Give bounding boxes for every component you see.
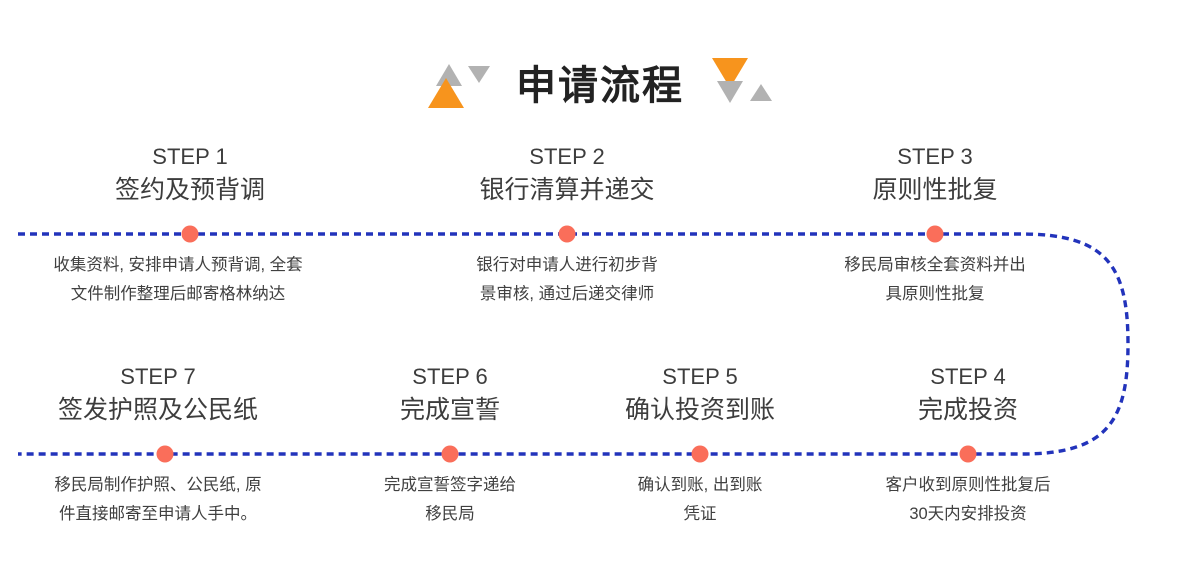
step-title-1: 签约及预背调 — [114, 176, 266, 204]
step-description-line: 移民局制作护照、公民纸, 原 — [54, 476, 262, 494]
triangle-decoration-left — [428, 56, 490, 116]
step-number-7: STEP 7 — [120, 364, 196, 389]
step-description-line: 文件制作整理后邮寄格林纳达 — [70, 285, 286, 303]
step-node-dot-7[interactable] — [156, 445, 174, 463]
step-number-1: STEP 1 — [152, 144, 228, 169]
step-title-7: 签发护照及公民纸 — [57, 396, 259, 424]
step-description-line: 移民局 — [425, 505, 475, 523]
triangle-up-gray-icon — [750, 84, 772, 101]
step-description-line: 银行对申请人进行初步背 — [476, 256, 658, 274]
step-description-3: 移民局审核全套资料并出 具原则性批复 — [844, 251, 1026, 309]
step-title-2: 银行清算并递交 — [479, 176, 655, 204]
step-description-4: 客户收到原则性批复后 30天内安排投资 — [886, 471, 1051, 529]
page-header: 申请流程 — [0, 52, 1200, 120]
step-number-6: STEP 6 — [412, 364, 488, 389]
step-description-line: 移民局审核全套资料并出 — [844, 256, 1026, 274]
step-description-line: 收集资料, 安排申请人预背调, 全套 — [53, 256, 303, 274]
triangle-up-orange-icon — [428, 78, 464, 108]
triangle-decoration-right — [710, 56, 772, 116]
step-description-line: 景审核, 通过后递交律师 — [479, 285, 655, 303]
step-node-dot-2[interactable] — [558, 225, 576, 243]
step-description-2: 银行对申请人进行初步背 景审核, 通过后递交律师 — [476, 251, 658, 309]
step-description-line: 30天内安排投资 — [909, 505, 1027, 523]
step-head-1: STEP 1 签约及预背调 — [115, 142, 265, 208]
step-title-4: 完成投资 — [917, 396, 1019, 424]
step-node-dot-5[interactable] — [691, 445, 709, 463]
step-description-line: 完成宣誓签字递给 — [384, 476, 516, 494]
step-head-5: STEP 5 确认投资到账 — [625, 362, 775, 428]
triangle-down-gray-icon — [717, 81, 743, 103]
step-title-5: 确认投资到账 — [624, 396, 776, 424]
step-title-6: 完成宣誓 — [399, 396, 501, 424]
page-title: 申请流程 — [516, 64, 684, 108]
step-description-7: 移民局制作护照、公民纸, 原 件直接邮寄至申请人手中。 — [54, 471, 261, 529]
step-description-line: 具原则性批复 — [885, 285, 985, 303]
step-node-dot-6[interactable] — [441, 445, 459, 463]
step-head-2: STEP 2 银行清算并递交 — [479, 142, 654, 208]
step-node-dot-4[interactable] — [959, 445, 977, 463]
triangle-down-gray-icon — [468, 66, 490, 83]
step-number-5: STEP 5 — [662, 364, 738, 389]
step-description-line: 件直接邮寄至申请人手中。 — [58, 505, 257, 523]
step-number-3: STEP 3 — [897, 144, 973, 169]
step-description-6: 完成宣誓签字递给 移民局 — [384, 471, 516, 529]
step-description-1: 收集资料, 安排申请人预背调, 全套 文件制作整理后邮寄格林纳达 — [53, 251, 302, 309]
step-title-3: 原则性批复 — [872, 176, 998, 204]
step-head-7: STEP 7 签发护照及公民纸 — [58, 362, 258, 428]
step-head-6: STEP 6 完成宣誓 — [400, 362, 500, 428]
step-node-dot-1[interactable] — [181, 225, 199, 243]
step-description-5: 确认到账, 出到账 凭证 — [638, 471, 763, 529]
step-description-line: 客户收到原则性批复后 — [885, 476, 1051, 494]
step-head-4: STEP 4 完成投资 — [918, 362, 1018, 428]
step-number-4: STEP 4 — [930, 364, 1006, 389]
step-description-line: 确认到账, 出到账 — [637, 476, 763, 494]
step-head-3: STEP 3 原则性批复 — [872, 142, 997, 208]
step-description-line: 凭证 — [683, 505, 717, 523]
step-number-2: STEP 2 — [529, 144, 605, 169]
step-node-dot-3[interactable] — [926, 225, 944, 243]
